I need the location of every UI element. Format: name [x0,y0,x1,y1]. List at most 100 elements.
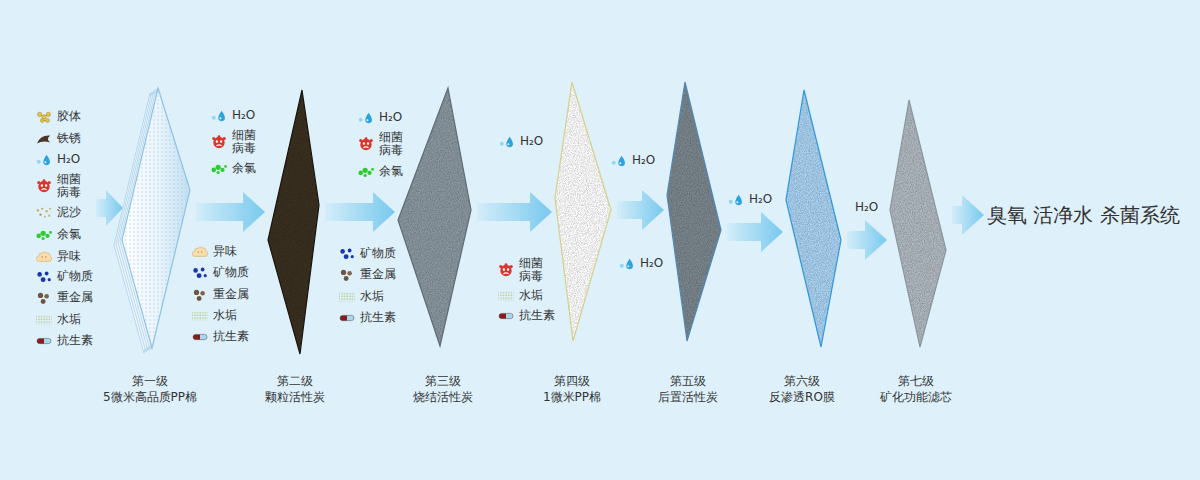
filter-edge [786,90,841,347]
filter-stage: 第五级后置活性炭 [665,80,723,343]
contaminant-label: 抗生素 [360,311,396,324]
contaminant-label: 水垢 [57,313,81,326]
stage-name: 烧结活性炭 [413,390,473,404]
contaminant-icon [37,338,51,343]
contaminant-icon [729,195,742,206]
stage-name: 1微米PP棉 [543,390,601,404]
filter-shape [266,88,321,356]
contaminant-icon [36,316,52,325]
filter-stage: 第二级颗粒活性炭 [266,88,321,356]
flow-arrow [727,212,783,252]
contaminant-label: H₂O [232,109,255,122]
contaminant-label: 重金属 [57,291,93,304]
contaminant-icon [38,293,49,304]
contaminant-icon [192,312,208,321]
contaminant-icon [37,135,50,143]
contaminant-icon [341,270,352,281]
contaminant-icon [37,208,51,218]
contaminant-label: 细菌 病毒 [232,129,258,155]
contaminant-icon [340,315,354,320]
contaminant-label: 泥沙 [57,206,81,219]
contaminant-label: H₂O [632,154,655,167]
stage-number: 第二级 [277,374,313,388]
contaminant-label: 矿物质 [57,270,93,283]
contaminant-label: 矿物质 [360,247,396,260]
filter-shape [665,80,723,343]
filter-body [890,100,946,347]
filter-shape [888,98,948,349]
contaminant-label: 余氯 [57,228,81,241]
contaminant-icon [37,252,52,262]
flow-arrow [847,220,887,260]
stage-number: 第一级 [132,374,168,388]
contaminant-label: 细菌 病毒 [519,257,545,283]
contaminant-label: 水垢 [213,309,237,322]
stage-number: 第六级 [784,374,820,388]
output-text: 臭氧 活净水 杀菌系统 [985,201,1182,229]
filter-body [268,90,319,354]
contaminant-label: H₂O [379,111,402,124]
contaminant-icon [498,292,514,301]
stage-number: 第三级 [425,374,461,388]
contaminant-icon [193,247,208,257]
stage-name: 后置活性炭 [658,390,718,404]
filter-edge [667,82,721,341]
contaminant-label: 余氯 [379,165,403,178]
contaminant-label: 抗生素 [519,309,555,322]
filter-shape [112,86,192,356]
contaminant-icon [359,113,372,124]
contaminant-icon [359,137,373,150]
contaminant-icon [211,165,226,174]
contaminant-label: 异味 [213,245,237,258]
contaminant-label: 重金属 [213,288,249,301]
contaminant-label: 异味 [57,250,81,263]
contaminant-icon [37,272,50,283]
filter-stage: 第六级反渗透RO膜 [784,88,843,349]
filter-stage: 第一级5微米高品质PP棉 [112,86,192,356]
contaminant-icon [612,156,625,167]
filter-edge [890,100,946,347]
contaminant-icon [340,249,353,260]
filter-body [122,88,190,348]
contaminant-icon [499,263,513,276]
filter-stage: 第三级烧结活性炭 [396,86,473,348]
filter-edge [268,90,319,354]
contaminant-label: H₂O [57,153,80,166]
contaminant-label: 铁锈 [57,132,81,145]
flow-arrow [196,192,265,232]
filter-stage: 第七级矿化功能滤芯 [888,98,948,349]
contaminant-icon [620,259,633,270]
contaminant-icon [193,268,206,279]
stage-name: 反渗透RO膜 [769,390,835,404]
contaminant-icon [194,290,205,301]
contaminant-label: 抗生素 [57,334,93,347]
contaminant-label: H₂O [749,193,772,206]
stage-number: 第四级 [554,374,590,388]
contaminant-label: 重金属 [360,268,396,281]
flow-arrow [952,195,984,235]
flow-arrow [477,192,552,232]
filter-edge [398,88,471,346]
flow-arrow [325,192,395,232]
contaminant-label: H₂O [640,257,663,270]
filter-body [786,90,841,347]
contaminant-icon [499,313,513,318]
stage-number: 第七级 [898,374,934,388]
contaminant-label: 水垢 [360,290,384,303]
filter-shape [396,86,473,348]
filter-body [398,88,471,346]
contaminant-icon [358,168,373,177]
contaminant-label: 水垢 [519,289,543,302]
filter-texture [122,88,190,348]
inflow-arrow [96,190,123,226]
stage-name: 颗粒活性炭 [265,390,325,404]
stage-name: 矿化功能滤芯 [880,390,952,404]
filter-edge [555,82,611,341]
contaminant-icon [37,155,50,166]
stage-number: 第五级 [670,374,706,388]
contaminant-icon [37,112,50,122]
filter-shape [784,88,843,349]
filter-stage: 第四级1微米PP棉 [553,80,613,343]
filter-body [555,82,611,341]
